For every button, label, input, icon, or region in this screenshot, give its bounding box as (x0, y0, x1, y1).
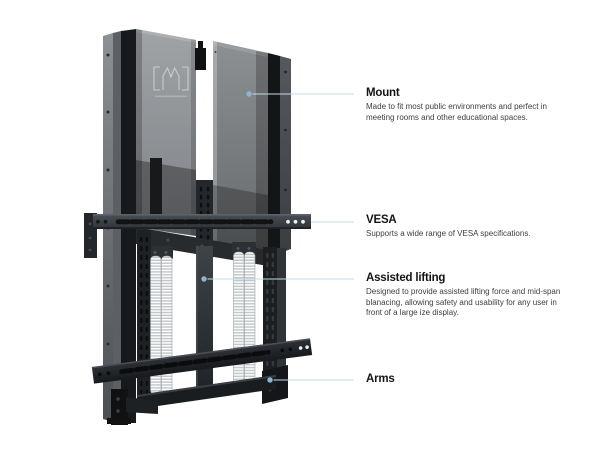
mount-panel-left (136, 29, 196, 236)
anchor-dot-assisted-lifting (201, 276, 207, 282)
callout-mount: Mount Made to fit most public environmen… (366, 87, 606, 123)
brand-logo (153, 66, 189, 98)
vesa-rail-top (93, 214, 311, 229)
anchor-dot-arms (267, 377, 273, 383)
callout-title-arms: Arms (366, 373, 395, 385)
callout-description-vesa: Supports a wide range of VESA specificat… (366, 229, 531, 238)
callout-vesa: VESA Supports a wide range of VESA speci… (366, 214, 606, 240)
callout-title-assisted-lifting: Assisted lifting (366, 272, 446, 284)
left-perforated-strip (137, 230, 151, 404)
mount-panel-right (213, 41, 268, 259)
callout-assisted-lifting: Assisted lifting Designed to provide ass… (366, 272, 606, 319)
callout-title-vesa: VESA (366, 214, 397, 226)
callout-leaders (201, 91, 354, 383)
callout-description-mount: Made to fit most public environments and… (366, 102, 547, 122)
right-column (268, 53, 291, 257)
left-foot-bracket (107, 375, 276, 425)
callout-title-mount: Mount (366, 87, 400, 99)
center-hook (195, 41, 206, 70)
anchor-dot-mount (246, 91, 252, 97)
arms-rail-lower (91, 338, 313, 384)
callout-description-assisted-lifting: Designed to provide assisted lifting for… (366, 287, 561, 317)
callout-arms: Arms (366, 373, 606, 388)
